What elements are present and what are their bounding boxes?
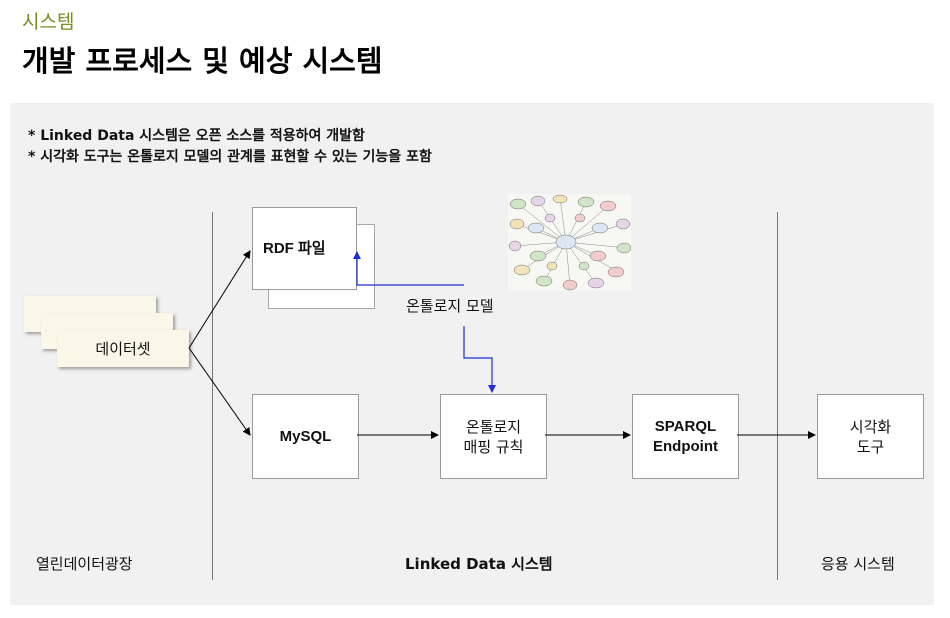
section-subtitle: 시스템 [22, 11, 75, 33]
mysql-label: MySQL [279, 427, 332, 445]
visualization-tool-label: 시각화 도구 [849, 417, 892, 456]
ontology-graph-image [508, 194, 631, 291]
visualization-tool-node: 시각화 도구 [817, 394, 924, 479]
section-open-data-label: 열린데이터광장 [36, 555, 133, 573]
section-linked-data-label: Linked Data 시스템 [405, 555, 553, 573]
mysql-node: MySQL [252, 394, 359, 479]
rdf-file-label: RDF 파일 [263, 239, 326, 257]
notes: * Linked Data 시스템은 오픈 소스를 적용하여 개발함 * 시각화… [28, 126, 432, 168]
sparql-endpoint-node: SPARQL Endpoint [632, 394, 739, 479]
ontology-model-label: 온톨로지 모델 [406, 297, 494, 315]
mapping-rules-label: 온톨로지 매핑 규칙 [463, 417, 524, 456]
section-application-label: 응용 시스템 [821, 555, 895, 573]
note-visualization: * 시각화 도구는 온톨로지 모델의 관계를 표현할 수 있는 기능을 포함 [28, 149, 432, 165]
divider-left [212, 212, 213, 580]
sparql-endpoint-label: SPARQL Endpoint [653, 417, 718, 455]
page-title: 개발 프로세스 및 예상 시스템 [22, 44, 383, 78]
note-open-source: * Linked Data 시스템은 오픈 소스를 적용하여 개발함 [28, 128, 365, 144]
dataset-label: 데이터셋 [95, 340, 151, 358]
divider-right [777, 212, 778, 580]
rdf-file-node: RDF 파일 [252, 207, 357, 290]
dataset-node: 데이터셋 [57, 330, 189, 367]
mapping-rules-node: 온톨로지 매핑 규칙 [440, 394, 547, 479]
